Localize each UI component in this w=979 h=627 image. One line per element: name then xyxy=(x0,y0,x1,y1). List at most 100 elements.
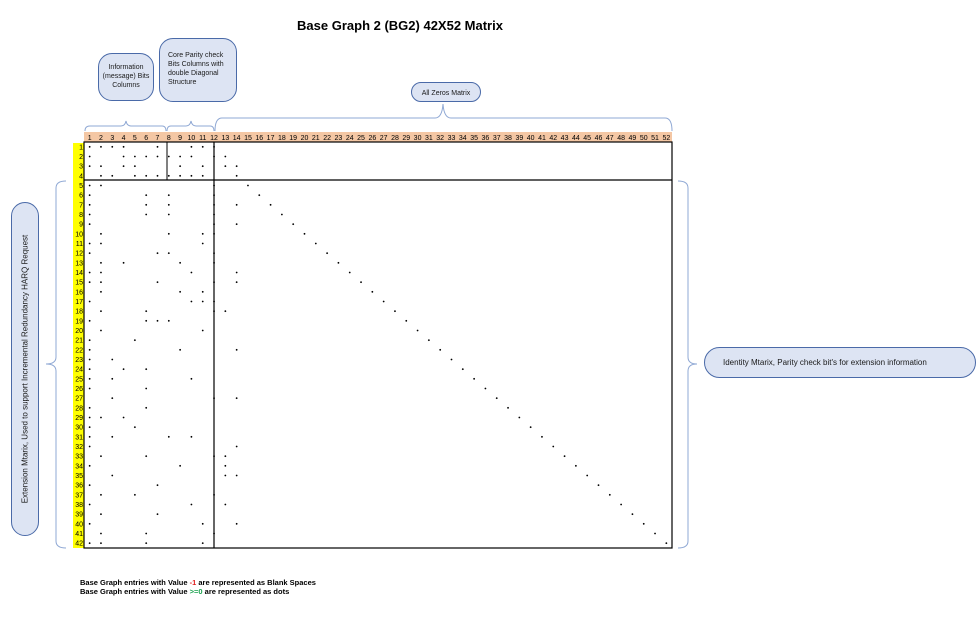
matrix-entry-dot xyxy=(213,223,215,226)
matrix-entry-dot xyxy=(337,261,340,264)
matrix-entry-dot xyxy=(224,310,227,313)
matrix-entry-dot xyxy=(190,377,193,380)
legend-negative-value: -1 xyxy=(189,578,197,587)
matrix-entry-dot xyxy=(133,339,136,342)
matrix-entry-dot xyxy=(213,532,215,535)
row-label: 40 xyxy=(75,521,83,528)
matrix-entry-dot xyxy=(518,416,521,419)
row-label: 10 xyxy=(75,231,83,238)
matrix-entry-dot xyxy=(224,474,227,477)
matrix-entry-dot xyxy=(201,522,204,525)
matrix-entry-dot xyxy=(258,194,261,197)
matrix-entry-dot xyxy=(100,542,102,545)
column-label: 37 xyxy=(493,135,501,142)
matrix-entry-dot xyxy=(88,203,91,206)
matrix-entry-dot xyxy=(280,213,283,216)
column-label: 33 xyxy=(448,135,456,142)
matrix-entry-dot xyxy=(145,174,148,177)
matrix-entry-dot xyxy=(473,377,476,380)
matrix-entry-dot xyxy=(654,532,656,535)
matrix-entry-dot xyxy=(224,165,227,168)
matrix-entry-dot xyxy=(167,252,170,255)
matrix-entry-dot xyxy=(167,194,170,197)
matrix-entry-dot xyxy=(145,194,148,197)
matrix-entry-dot xyxy=(100,310,102,313)
column-label: 1 xyxy=(88,135,92,142)
matrix-entry-dot xyxy=(100,493,102,496)
column-label: 23 xyxy=(335,135,343,142)
matrix-entry-dot xyxy=(88,155,91,158)
matrix-entry-dot xyxy=(190,174,193,177)
matrix-entry-dot xyxy=(100,145,102,148)
row-label: 34 xyxy=(75,463,83,470)
matrix-entry-dot xyxy=(156,252,159,255)
matrix-entry-dot xyxy=(88,503,91,506)
column-label: 10 xyxy=(188,135,196,142)
row-label: 42 xyxy=(75,541,83,548)
matrix-entry-dot xyxy=(88,464,91,467)
matrix-entry-dot xyxy=(201,174,204,177)
column-label: 31 xyxy=(425,135,433,142)
matrix-entry-dot xyxy=(201,165,204,168)
matrix-entry-dot xyxy=(167,435,170,438)
matrix-entry-dot xyxy=(235,271,238,274)
row-label: 41 xyxy=(75,531,83,538)
matrix-entry-dot xyxy=(213,194,215,197)
matrix-entry-dot xyxy=(100,165,102,168)
matrix-entry-dot xyxy=(439,348,442,351)
row-label: 25 xyxy=(75,376,83,383)
matrix-entry-dot xyxy=(88,358,91,361)
column-label: 30 xyxy=(414,135,422,142)
matrix-entry-dot xyxy=(552,445,555,448)
matrix-entry-dot xyxy=(88,242,91,245)
row-label: 38 xyxy=(75,502,83,509)
matrix-entry-dot xyxy=(213,252,215,255)
row-label: 39 xyxy=(75,512,83,519)
matrix-entry-dot xyxy=(111,145,114,148)
row-label: 32 xyxy=(75,444,83,451)
matrix-entry-dot xyxy=(179,261,182,264)
matrix-entry-dot xyxy=(111,377,114,380)
row-labels: 1234567891011121314151617181920212223242… xyxy=(75,144,83,547)
matrix-entry-dot xyxy=(314,242,317,245)
column-label: 41 xyxy=(538,135,546,142)
column-label: 27 xyxy=(380,135,388,142)
matrix-entry-dot xyxy=(156,319,159,322)
column-label: 7 xyxy=(156,135,160,142)
matrix-entry-dot xyxy=(133,165,136,168)
matrix-entry-dot xyxy=(394,310,396,313)
matrix-entry-dot xyxy=(213,203,215,206)
matrix-entry-dot xyxy=(620,503,623,506)
matrix-entry-dot xyxy=(495,397,498,400)
extension-rows-brace xyxy=(45,180,67,549)
row-label: 21 xyxy=(75,338,83,345)
matrix-entry-dot xyxy=(213,281,215,284)
matrix-entry-dot xyxy=(382,300,385,303)
row-label: 20 xyxy=(75,328,83,335)
matrix-entry-dot xyxy=(100,281,102,284)
row-label: 33 xyxy=(75,454,83,461)
matrix-entry-dot xyxy=(201,542,204,545)
row-label: 30 xyxy=(75,425,83,432)
matrix-entry-dot xyxy=(201,242,204,245)
column-label: 35 xyxy=(470,135,478,142)
matrix-entry-dot xyxy=(111,174,114,177)
row-label: 8 xyxy=(79,212,83,219)
matrix-entry-dot xyxy=(371,290,374,293)
matrix-entry-dot xyxy=(427,339,430,342)
matrix-entry-dot xyxy=(235,397,238,400)
core-parity-callout: Core Parity check Bits Columns with doub… xyxy=(159,38,237,102)
matrix-entry-dot xyxy=(224,464,227,467)
matrix-entry-dot xyxy=(100,532,102,535)
matrix-entry-dot xyxy=(145,310,148,313)
column-label: 17 xyxy=(267,135,275,142)
matrix-entry-dot xyxy=(100,271,102,274)
matrix-entry-dot xyxy=(111,474,114,477)
matrix-entry-dot xyxy=(190,271,193,274)
matrix-entry-dot xyxy=(145,213,148,216)
core-parity-columns-brace xyxy=(166,120,215,132)
column-label: 22 xyxy=(323,135,331,142)
matrix-entry-dot xyxy=(213,232,215,235)
matrix-entry-dot xyxy=(507,406,509,409)
matrix-entry-dot xyxy=(201,232,204,235)
